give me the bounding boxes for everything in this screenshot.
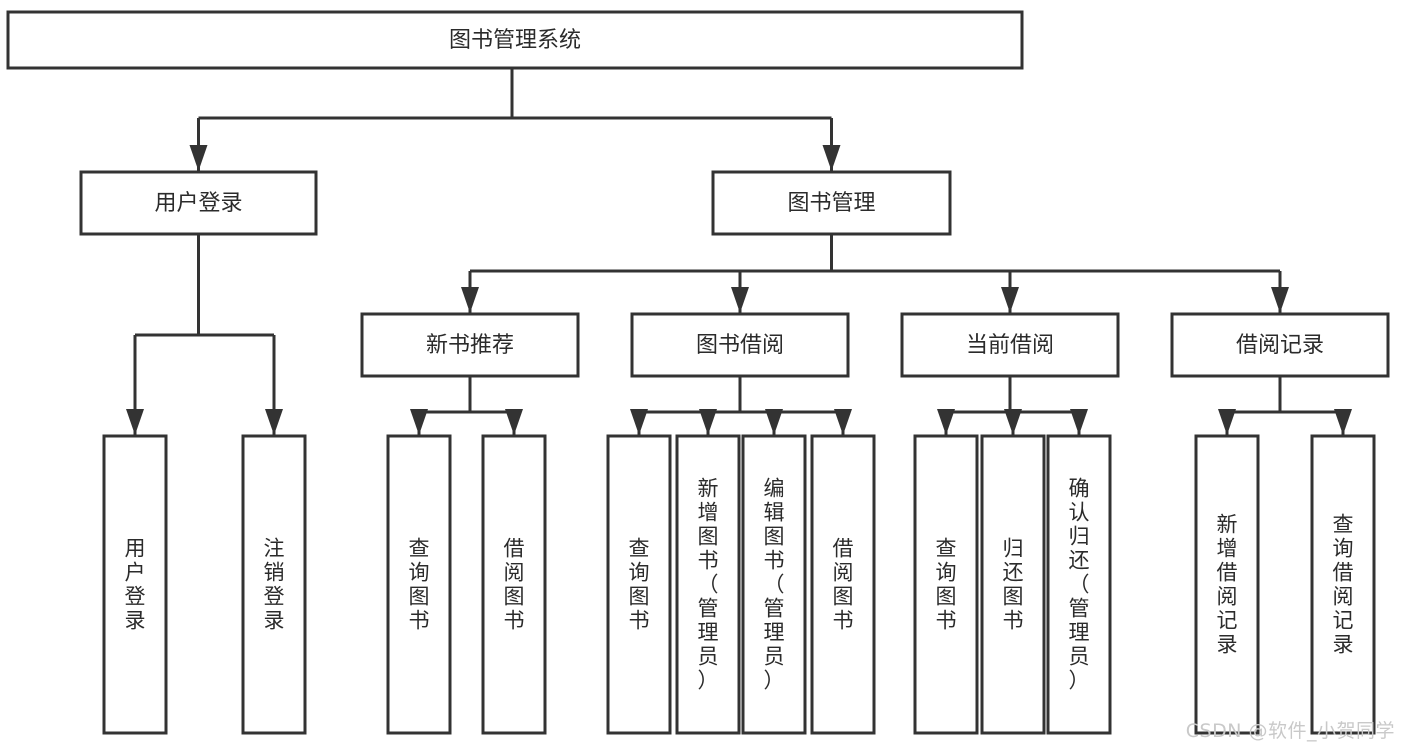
connector-layer <box>126 68 1352 435</box>
arrow-head-icon <box>1004 409 1022 435</box>
node-box <box>386 434 452 735</box>
node-leaf-7-借阅图书[interactable]: 借阅图书 <box>810 434 876 735</box>
node-l2-3-借阅记录[interactable]: 借阅记录 <box>1170 312 1390 378</box>
node-box <box>1310 434 1376 735</box>
node-l1-0-用户登录[interactable]: 用户登录 <box>79 170 318 236</box>
node-label: 新增借阅记录 <box>1217 513 1238 657</box>
arrow-head-icon <box>699 409 717 435</box>
node-box <box>711 170 952 236</box>
node-box <box>980 434 1046 735</box>
node-leaf-0-用户登录[interactable]: 用户登录 <box>102 434 168 735</box>
node-label: 图书管理系统 <box>449 28 581 53</box>
node-layer: 图书管理系统用户登录图书管理新书推荐图书借阅当前借阅借阅记录用户登录注销登录查询… <box>6 10 1390 735</box>
node-box <box>102 434 168 735</box>
node-box <box>360 312 580 378</box>
arrow-head-icon <box>1334 409 1352 435</box>
node-label: 借阅记录 <box>1236 333 1324 358</box>
arrow-head-icon <box>822 145 841 171</box>
node-leaf-4-查询图书[interactable]: 查询图书 <box>606 434 672 735</box>
node-l2-1-图书借阅[interactable]: 图书借阅 <box>630 312 850 378</box>
arrow-head-icon <box>189 145 208 171</box>
node-label: 编辑图书（管理员） <box>764 477 785 693</box>
arrow-head-icon <box>1070 409 1088 435</box>
node-l2-0-新书推荐[interactable]: 新书推荐 <box>360 312 580 378</box>
arrow-head-icon <box>126 409 144 435</box>
node-label: 用户登录 <box>154 191 242 216</box>
node-box <box>79 170 318 236</box>
node-label: 当前借阅 <box>966 333 1054 358</box>
arrow-head-icon <box>265 409 283 435</box>
node-box <box>913 434 979 735</box>
csdn-watermark: CSDN @软件_小贺同学 <box>1185 720 1395 742</box>
arrow-head-icon <box>1271 287 1289 313</box>
node-l1-1-图书管理[interactable]: 图书管理 <box>711 170 952 236</box>
node-box <box>606 434 672 735</box>
node-box <box>1046 434 1112 735</box>
node-label: 借阅图书 <box>833 537 854 633</box>
node-label: 查询借阅记录 <box>1333 513 1354 657</box>
arrow-head-icon <box>731 287 749 313</box>
node-label: 新书推荐 <box>426 333 514 358</box>
node-leaf-3-借阅图书[interactable]: 借阅图书 <box>481 434 547 735</box>
node-box <box>810 434 876 735</box>
node-label: 查询图书 <box>629 537 650 633</box>
node-label: 图书管理 <box>787 191 875 216</box>
node-root-0-图书管理系统[interactable]: 图书管理系统 <box>6 10 1024 70</box>
node-leaf-10-确认归还管理员[interactable]: 确认归还（管理员） <box>1046 434 1112 735</box>
arrow-head-icon <box>630 409 648 435</box>
node-leaf-5-新增图书管理员[interactable]: 新增图书（管理员） <box>675 434 741 735</box>
node-label: 图书借阅 <box>696 333 784 358</box>
node-label: 确认归还（管理员） <box>1069 477 1090 693</box>
arrow-head-icon <box>505 409 523 435</box>
node-box <box>1194 434 1260 735</box>
node-label: 注销登录 <box>264 537 285 633</box>
node-box <box>6 10 1024 70</box>
node-label: 归还图书 <box>1003 537 1024 633</box>
node-label: 用户登录 <box>125 537 146 633</box>
node-label: 查询图书 <box>409 537 430 633</box>
arrow-head-icon <box>834 409 852 435</box>
node-leaf-2-查询图书[interactable]: 查询图书 <box>386 434 452 735</box>
node-leaf-8-查询图书[interactable]: 查询图书 <box>913 434 979 735</box>
arrow-head-icon <box>1218 409 1236 435</box>
node-box <box>900 312 1120 378</box>
node-label: 借阅图书 <box>504 537 525 633</box>
node-leaf-11-新增借阅记录[interactable]: 新增借阅记录 <box>1194 434 1260 735</box>
node-label: 新增图书（管理员） <box>698 477 719 693</box>
arrow-head-icon <box>410 409 428 435</box>
node-box <box>481 434 547 735</box>
arrow-head-icon <box>765 409 783 435</box>
node-leaf-12-查询借阅记录[interactable]: 查询借阅记录 <box>1310 434 1376 735</box>
node-box <box>630 312 850 378</box>
node-box <box>241 434 307 735</box>
node-label: 查询图书 <box>936 537 957 633</box>
arrow-head-icon <box>1001 287 1019 313</box>
node-box <box>741 434 807 735</box>
node-leaf-1-注销登录[interactable]: 注销登录 <box>241 434 307 735</box>
node-box <box>1170 312 1390 378</box>
node-leaf-6-编辑图书管理员[interactable]: 编辑图书（管理员） <box>741 434 807 735</box>
node-leaf-9-归还图书[interactable]: 归还图书 <box>980 434 1046 735</box>
node-l2-2-当前借阅[interactable]: 当前借阅 <box>900 312 1120 378</box>
arrow-head-icon <box>461 287 479 313</box>
node-box <box>675 434 741 735</box>
arrow-head-icon <box>937 409 955 435</box>
